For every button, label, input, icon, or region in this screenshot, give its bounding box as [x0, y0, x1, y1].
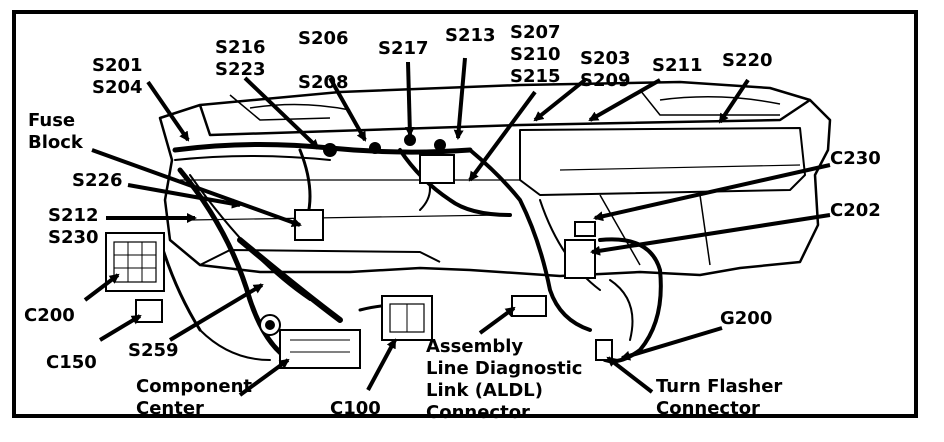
label-c100: C100 — [330, 398, 381, 419]
leader-arrows — [83, 57, 831, 397]
arrow-fuse-block — [91, 148, 302, 227]
label-s220: S220 — [722, 50, 773, 71]
label-c150: C150 — [46, 352, 97, 373]
label-s211: S211 — [652, 55, 703, 76]
arrow-turn-flasher — [606, 356, 654, 394]
label-g200: G200 — [720, 308, 773, 329]
arrow-s211 — [588, 78, 661, 122]
label-c202: C202 — [830, 200, 881, 221]
arrow-s220 — [718, 78, 750, 124]
label-c230-right: C230 — [830, 148, 881, 169]
label-s226: S226 — [72, 170, 123, 191]
arrow-s226 — [127, 183, 242, 209]
arrow-c100 — [366, 338, 397, 391]
arrow-g200 — [620, 326, 723, 361]
aldl-connector — [511, 295, 547, 317]
arrow-s201-s204 — [146, 80, 190, 142]
turn-flasher-connector — [595, 339, 613, 361]
label-c200: C200 — [24, 305, 75, 326]
arrow-c202 — [590, 213, 831, 256]
arrow-c230-right — [593, 163, 831, 222]
arrow-s216-s223 — [243, 76, 320, 150]
label-s213: S213 — [445, 25, 496, 46]
component-center-module — [279, 329, 361, 369]
arrow-aldl — [478, 306, 516, 335]
arrow-component-center — [238, 358, 290, 397]
arrow-s207 — [468, 90, 537, 182]
label-s259: S259 — [128, 340, 179, 361]
arrow-c200 — [83, 273, 120, 302]
arrow-s203-s209 — [533, 78, 587, 122]
arrow-s213 — [453, 57, 467, 140]
dashboard-outline — [158, 80, 832, 278]
arrow-c150 — [98, 314, 142, 342]
label-s217: S217 — [378, 38, 429, 59]
arrow-s259 — [168, 283, 264, 342]
diagram-frame — [12, 10, 918, 418]
c150-connector — [135, 299, 163, 323]
arrow-s217 — [404, 61, 415, 137]
arrow-s206-s208 — [328, 77, 367, 142]
